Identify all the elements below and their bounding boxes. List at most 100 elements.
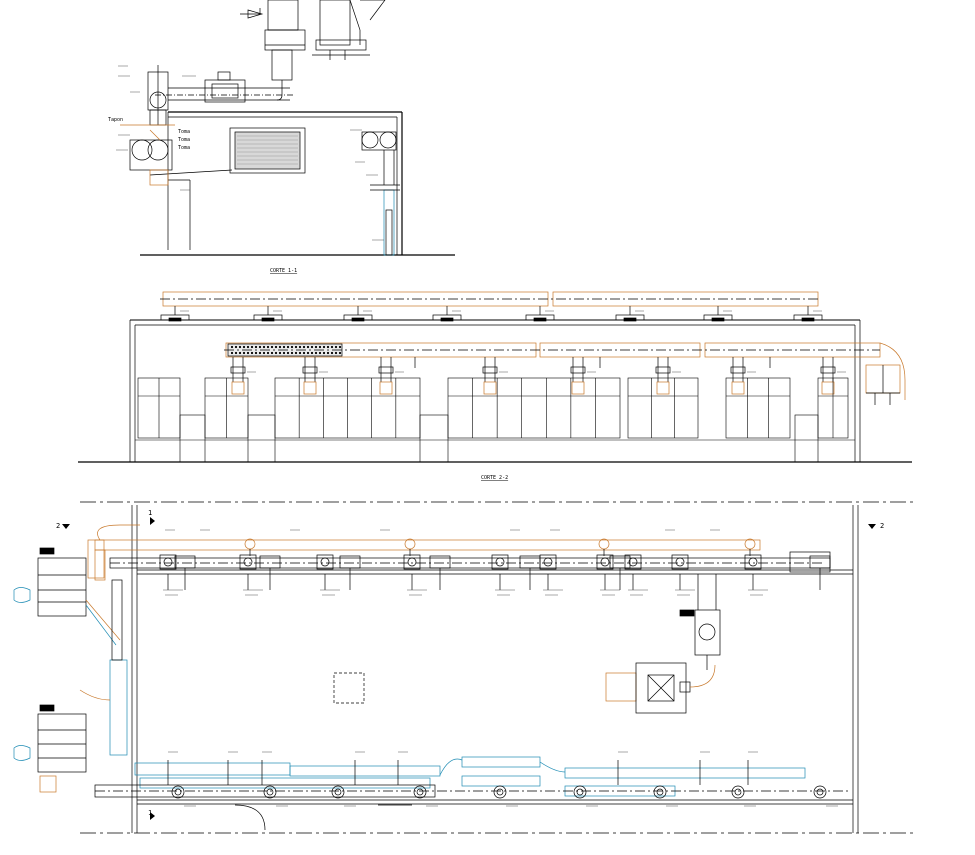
grille-dot <box>282 345 286 349</box>
grille-dot <box>326 351 330 355</box>
fan-coil-unit <box>671 554 689 570</box>
round-diffuser <box>573 785 587 799</box>
grille-dot <box>294 345 298 349</box>
fan-coil-unit <box>316 554 334 570</box>
diffuser-inner <box>576 788 584 796</box>
grille-dot <box>334 351 338 355</box>
return-grille <box>231 381 245 395</box>
grille-dot <box>334 345 338 349</box>
unit-fan <box>748 557 758 567</box>
section-title-2: CORTE 2-2 <box>481 475 508 481</box>
fan-coil-unit <box>624 554 642 570</box>
door <box>247 414 276 463</box>
round-diffuser <box>331 785 345 799</box>
grille-dot <box>234 351 238 355</box>
door <box>794 414 819 463</box>
grille-dot <box>302 345 306 349</box>
grille-dot <box>322 345 326 349</box>
callout-toma-2: Toma <box>178 137 190 143</box>
grille-dot <box>286 351 290 355</box>
section-1-1-detail <box>116 0 455 256</box>
fan-coil-unit <box>159 554 177 570</box>
grille-dot <box>238 345 242 349</box>
floor-plan <box>13 501 915 834</box>
grille-dot <box>282 351 286 355</box>
fan-coil-unit <box>596 554 614 570</box>
fan-coil-unit <box>239 554 257 570</box>
grille-dot <box>274 345 278 349</box>
unit-fan <box>243 557 253 567</box>
grille-dot <box>326 345 330 349</box>
return-grille <box>731 381 745 395</box>
grille-dot <box>266 345 270 349</box>
window-frame <box>725 377 791 439</box>
round-diffuser <box>263 785 277 799</box>
grille-dot <box>310 351 314 355</box>
section-2-2-elevation <box>78 291 912 463</box>
diffuser-inner <box>266 788 274 796</box>
grille-dot <box>338 351 342 355</box>
grille-dot <box>242 351 246 355</box>
grille-dot <box>294 351 298 355</box>
drop-collar <box>655 366 671 374</box>
door <box>419 414 449 463</box>
drop-collar <box>730 366 746 374</box>
marker-arrow-top <box>150 517 155 525</box>
grille-dot <box>330 351 334 355</box>
fan-coil-unit <box>403 554 421 570</box>
drop-collar <box>482 366 498 374</box>
drop-collar <box>302 366 318 374</box>
grille-dot <box>242 345 246 349</box>
grille-dot <box>278 345 282 349</box>
drop-collar <box>378 366 394 374</box>
unit-fan <box>543 557 553 567</box>
marker-arrow-left <box>62 524 70 529</box>
grille-dot <box>338 345 342 349</box>
grille-dot <box>318 351 322 355</box>
fan-coil-unit <box>744 554 762 570</box>
drop-collar <box>230 366 246 374</box>
grille-dot <box>298 345 302 349</box>
grille-dot <box>298 351 302 355</box>
grille-dot <box>274 351 278 355</box>
grille-dot <box>302 351 306 355</box>
grille-dot <box>246 345 250 349</box>
grille-dot <box>238 351 242 355</box>
grille-dot <box>306 345 310 349</box>
grille-dot <box>258 345 262 349</box>
grille-dot <box>230 351 234 355</box>
grille-dot <box>250 351 254 355</box>
grille-dot <box>306 351 310 355</box>
drop-collar <box>820 366 836 374</box>
return-grille <box>821 381 835 395</box>
round-diffuser <box>813 785 827 799</box>
grille-dot <box>322 351 326 355</box>
unit-fan <box>163 557 173 567</box>
grille-dot <box>270 351 274 355</box>
window-frame <box>627 377 699 439</box>
diffuser-inner <box>496 788 504 796</box>
grille-dot <box>290 351 294 355</box>
grille-dot <box>250 345 254 349</box>
round-diffuser <box>493 785 507 799</box>
diffuser-inner <box>334 788 342 796</box>
diffuser-inner <box>816 788 824 796</box>
grille-dot <box>258 351 262 355</box>
window-frame <box>447 377 621 439</box>
unit-fan <box>320 557 330 567</box>
return-grille <box>571 381 585 395</box>
unit-fan <box>600 557 610 567</box>
unit-fan <box>407 557 417 567</box>
section-marker-right: 2 <box>880 522 884 530</box>
diffuser-inner <box>734 788 742 796</box>
grille-dot <box>234 345 238 349</box>
diffuser-inner <box>656 788 664 796</box>
round-diffuser <box>413 785 427 799</box>
callout-toma-3: Toma <box>178 145 190 151</box>
grille-dot <box>230 345 234 349</box>
marker-arrow-bottom <box>150 812 155 820</box>
grille-dot <box>330 345 334 349</box>
grille-dot <box>246 351 250 355</box>
return-grille <box>379 381 393 395</box>
